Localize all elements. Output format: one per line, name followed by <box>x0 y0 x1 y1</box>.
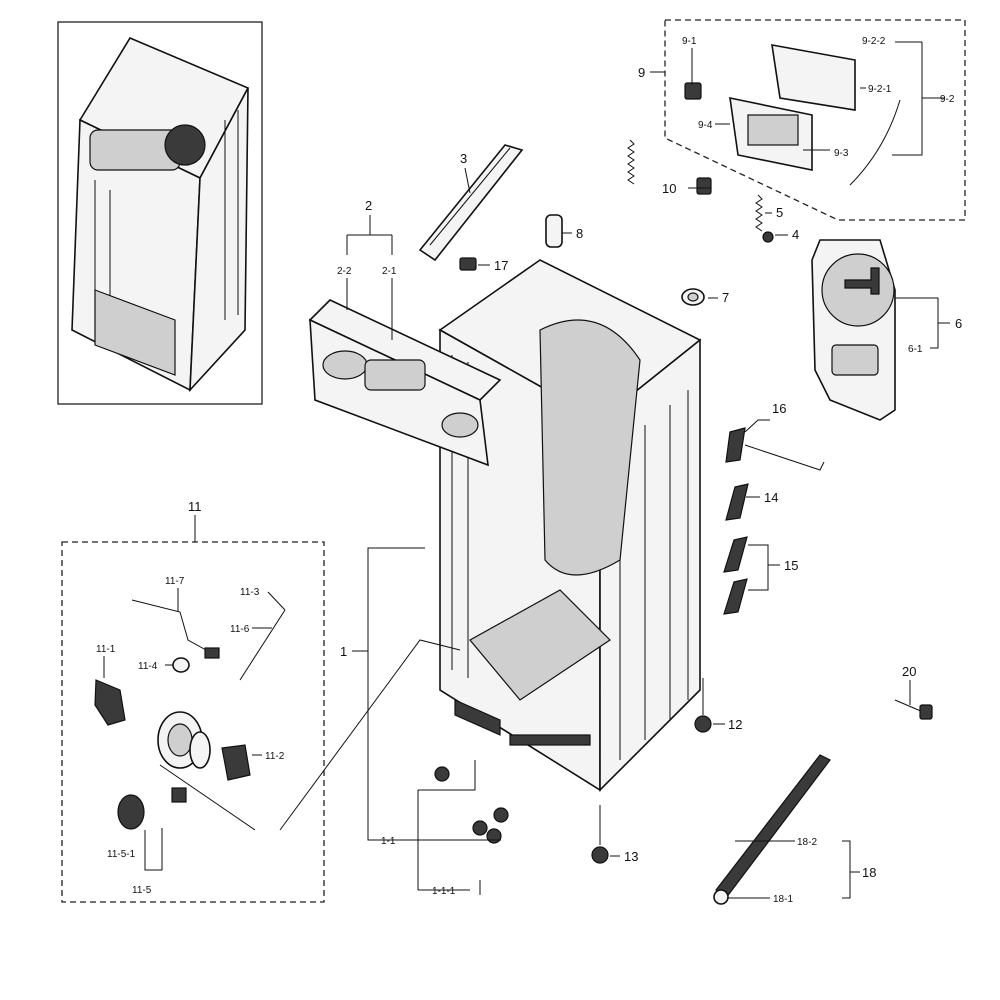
callout-9-3: 9-3 <box>834 148 849 159</box>
callout-1: 1 <box>340 644 347 659</box>
control-panel-part <box>308 299 502 467</box>
pcb-assembly-group-9 <box>664 19 966 221</box>
damper-part-14 <box>725 483 749 521</box>
spring-part-5 <box>627 139 763 232</box>
callout-12: 12 <box>728 717 742 732</box>
callout-3: 3 <box>460 151 467 166</box>
callout-11: 11 <box>188 499 202 514</box>
hose-part-18 <box>713 754 831 905</box>
power-cord-part-20 <box>894 699 933 720</box>
callout-15: 15 <box>784 558 798 573</box>
callout-6-1: 6-1 <box>908 344 923 355</box>
callout-9-2-1: 9-2-1 <box>868 84 892 95</box>
callout-5: 5 <box>776 205 783 220</box>
clip-part-4 <box>762 231 774 243</box>
callout-2-2: 2-2 <box>337 266 352 277</box>
callout-10: 10 <box>662 181 676 196</box>
callout-18: 18 <box>862 865 876 880</box>
callout-9-2-2: 9-2-2 <box>862 36 886 47</box>
foot-part-12 <box>694 715 712 733</box>
cover-part-6 <box>811 239 896 421</box>
inset-assembled-view <box>57 21 263 405</box>
callout-13: 13 <box>624 849 638 864</box>
capacitor-part-8 <box>545 214 563 248</box>
damper-part-16 <box>725 427 825 471</box>
callout-9-4: 9-4 <box>698 120 713 131</box>
callout-17: 17 <box>494 258 508 273</box>
callout-1-1-1: 1-1-1 <box>432 886 456 897</box>
callout-18-2: 18-2 <box>797 837 817 848</box>
callout-11-2: 11-2 <box>265 751 285 762</box>
bracket-part-3 <box>418 144 524 262</box>
callout-8: 8 <box>576 226 583 241</box>
drain-pump-group-11 <box>61 541 325 903</box>
callout-9-2: 9-2 <box>940 94 955 105</box>
foot-part-1-1 <box>434 766 509 895</box>
callout-labels: 1 1-1 1-1-1 2 2-1 2-2 3 4 5 6 6-1 7 8 9 … <box>96 36 962 905</box>
callout-9: 9 <box>638 65 645 80</box>
callout-4: 4 <box>792 227 799 242</box>
callout-11-5: 11-5 <box>132 885 152 896</box>
callout-14: 14 <box>764 490 778 505</box>
callout-2-1: 2-1 <box>382 266 397 277</box>
callout-11-5-1: 11-5-1 <box>107 849 136 860</box>
damper-part-15 <box>723 536 748 615</box>
grommet-part-7 <box>681 288 705 306</box>
callout-11-7: 11-7 <box>165 576 185 587</box>
callout-16: 16 <box>772 401 786 416</box>
callout-9-1: 9-1 <box>682 36 697 47</box>
foot-part-13 <box>591 846 609 864</box>
callout-18-1: 18-1 <box>773 894 793 905</box>
callout-6: 6 <box>955 316 962 331</box>
cabinet-assembly <box>438 259 702 792</box>
callout-11-1: 11-1 <box>96 644 116 655</box>
callout-2: 2 <box>365 198 372 213</box>
leader-lines <box>103 41 950 899</box>
callout-11-3: 11-3 <box>240 587 260 598</box>
switch-part-10 <box>696 177 712 195</box>
connector-part-17 <box>459 257 477 271</box>
callout-11-4: 11-4 <box>138 661 158 672</box>
callout-1-1: 1-1 <box>381 836 396 847</box>
callout-11-6: 11-6 <box>230 624 250 635</box>
callout-7: 7 <box>722 290 729 305</box>
callout-20: 20 <box>902 664 916 679</box>
